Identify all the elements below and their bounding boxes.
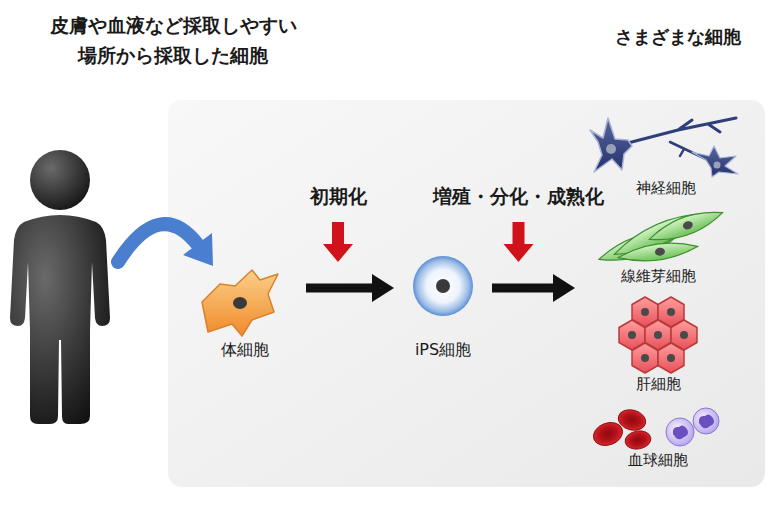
liver-cell-picture <box>608 296 708 374</box>
neuron-body <box>692 146 738 177</box>
arrow-head <box>553 274 575 302</box>
hepatocyte-body <box>658 343 684 373</box>
red-blood-cell <box>624 429 653 451</box>
liver-cell: 肝細胞 <box>608 296 708 393</box>
cell-nucleus <box>628 331 636 339</box>
process-arrow <box>306 222 394 302</box>
arrow-head <box>372 274 394 302</box>
white-blood-cell <box>693 408 719 434</box>
fibroblast-cell: 線維芽細胞 <box>588 204 728 285</box>
somatic-cell-picture <box>190 262 300 340</box>
fibroblast-cell-picture <box>588 204 728 266</box>
node-label: 肝細胞 <box>636 375 681 393</box>
step-label: 初期化 <box>310 184 367 210</box>
neuron-cell-picture <box>588 112 743 178</box>
cell-nucleus <box>667 354 675 362</box>
cell-nucleus <box>654 331 662 339</box>
fibroblast-group <box>596 204 726 269</box>
cell-nucleus <box>673 425 688 439</box>
node-label: iPS細胞 <box>415 340 471 359</box>
step-indicator-arrow <box>504 222 534 262</box>
step-indicator-arrow <box>323 222 353 262</box>
person-head <box>30 150 90 210</box>
cell-nucleus <box>680 331 688 339</box>
node-label: 血球細胞 <box>628 451 688 469</box>
process-arrow <box>492 222 575 302</box>
cell-nucleus <box>654 247 665 256</box>
cell-nucleus <box>714 162 721 169</box>
neuron-body <box>590 118 632 172</box>
person-body <box>10 215 110 424</box>
node-label: 体細胞 <box>221 340 269 359</box>
hepatocyte <box>658 343 684 373</box>
blood-cell-picture <box>588 404 728 450</box>
cell-nucleus <box>641 354 649 362</box>
cell-nucleus <box>667 308 675 316</box>
fibroblast <box>617 239 698 266</box>
heading-label: 皮膚や血液など採取しやすい 場所から採取した細胞 <box>46 10 301 70</box>
node-label: さまざまな細胞 <box>581 26 774 48</box>
arrow-shaft <box>492 284 555 293</box>
fibroblast <box>646 204 725 248</box>
ips-cell: iPS細胞 <box>400 248 486 359</box>
cell-nucleus <box>641 308 649 316</box>
cell-nucleus <box>436 279 450 293</box>
somatic-cell-body <box>202 270 278 336</box>
step-label: 増殖・分化・成熟化 <box>433 184 604 210</box>
white-blood-cell-body <box>693 408 719 434</box>
hepatocyte-body <box>632 343 658 373</box>
cell-group: さまざまな細胞神経細胞線維芽細胞肝細胞血球細胞 <box>581 18 774 490</box>
sampling-arrow-shaft <box>118 224 198 262</box>
fibroblast-body <box>617 239 698 266</box>
node-label: 神経細胞 <box>636 179 696 197</box>
cell-nucleus <box>606 144 616 154</box>
white-blood-cell-body <box>666 418 694 446</box>
red-blood-cell-body <box>616 407 648 434</box>
node-label: 線維芽細胞 <box>621 267 696 285</box>
fibroblast-body <box>646 204 725 248</box>
arrow-shaft <box>306 284 374 293</box>
cell-nucleus <box>233 297 247 309</box>
white-blood-cell <box>666 418 694 446</box>
somatic-cell: 体細胞 <box>190 262 300 359</box>
ips-cell-picture <box>400 248 486 340</box>
neuron-cell: 神経細胞 <box>588 112 743 197</box>
hepatocyte <box>632 343 658 373</box>
background-panel <box>168 100 765 487</box>
sampling-arrow <box>118 224 213 266</box>
red-blood-cell <box>616 407 648 434</box>
red-blood-cell-body <box>624 429 653 451</box>
cell-nucleus <box>682 220 694 231</box>
sampling-arrow-head <box>183 233 213 266</box>
person-figure <box>10 150 110 424</box>
cell-nucleus <box>699 414 714 428</box>
blood-cell: 血球細胞 <box>588 404 728 469</box>
neuron-axon <box>624 118 736 144</box>
ips-cell-body <box>413 256 473 316</box>
